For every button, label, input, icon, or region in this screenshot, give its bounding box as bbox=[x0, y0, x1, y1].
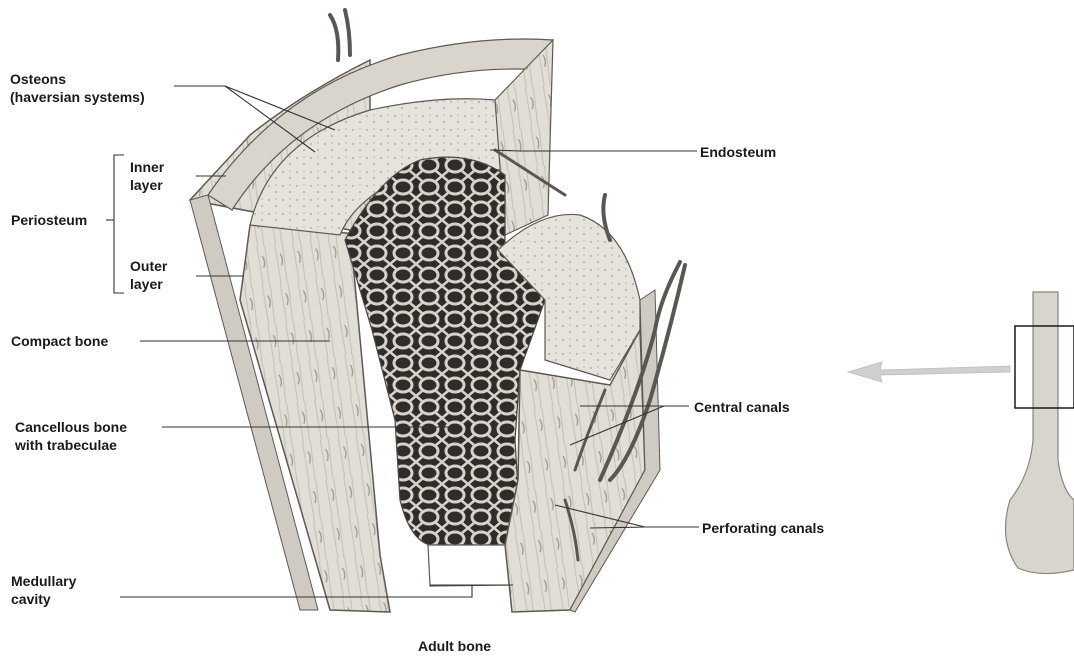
label-osteons: Osteons (haversian systems) bbox=[10, 70, 145, 106]
label-cancellous-bone: Cancellous bone with trabeculae bbox=[15, 418, 127, 454]
label-periosteum: Periosteum bbox=[11, 211, 87, 229]
label-endosteum: Endosteum bbox=[700, 143, 776, 161]
label-inner-layer: Inner layer bbox=[130, 158, 164, 194]
femur-thumbnail bbox=[1006, 292, 1074, 574]
label-compact-bone: Compact bone bbox=[11, 332, 108, 350]
label-central-canals: Central canals bbox=[694, 398, 790, 416]
zoom-arrow bbox=[848, 362, 1010, 382]
label-outer-layer: Outer layer bbox=[130, 257, 167, 293]
label-perforating-canals: Perforating canals bbox=[702, 519, 824, 537]
label-medullary-cavity: Medullary cavity bbox=[11, 572, 76, 608]
medullary-cavity-shape bbox=[428, 545, 513, 586]
caption-adult-bone: Adult bone bbox=[418, 637, 491, 655]
femur-shape bbox=[1006, 292, 1074, 574]
